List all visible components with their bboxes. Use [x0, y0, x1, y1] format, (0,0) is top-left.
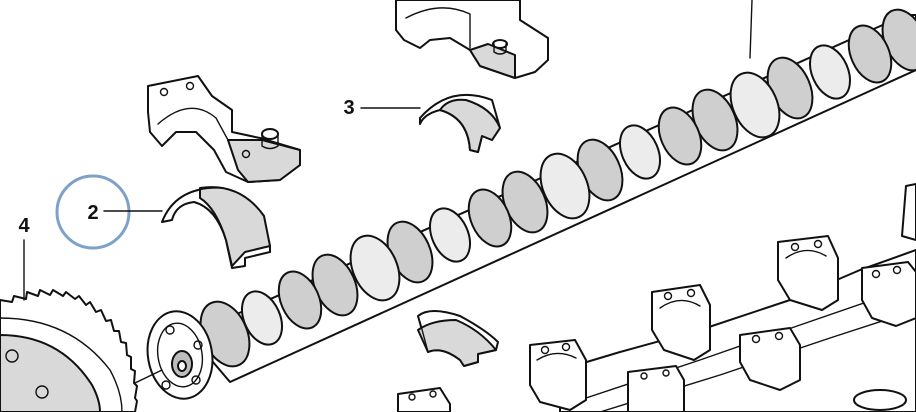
- callout-4[interactable]: 4: [18, 215, 30, 301]
- bearing-shell-3: [419, 93, 501, 153]
- bearing-tower: [861, 261, 916, 327]
- bearing-shell-lower: [417, 310, 499, 367]
- bearing-tower: [529, 339, 587, 411]
- callout-2-highlight-ring: [55, 174, 131, 250]
- bearing-cap-lower: [147, 75, 301, 183]
- bearing-shell-2: [161, 186, 271, 269]
- bearing-tower: [651, 284, 711, 361]
- callout-4-label: 4: [18, 215, 30, 237]
- bearing-cap-upper: [395, 0, 549, 79]
- bearing-tower: [627, 365, 685, 412]
- timing-gear: [0, 289, 138, 412]
- cylinder-head: [397, 183, 916, 412]
- callout-3-label: 3: [343, 97, 354, 119]
- callout-2-label: 2: [87, 202, 98, 224]
- camshaft: [109, 0, 916, 400]
- callout-3[interactable]: 3: [343, 97, 421, 119]
- bearing-tower: [777, 235, 839, 311]
- callout-2[interactable]: 2: [55, 174, 163, 250]
- bearing-tower: [739, 327, 801, 391]
- bearing-tower: [397, 387, 451, 412]
